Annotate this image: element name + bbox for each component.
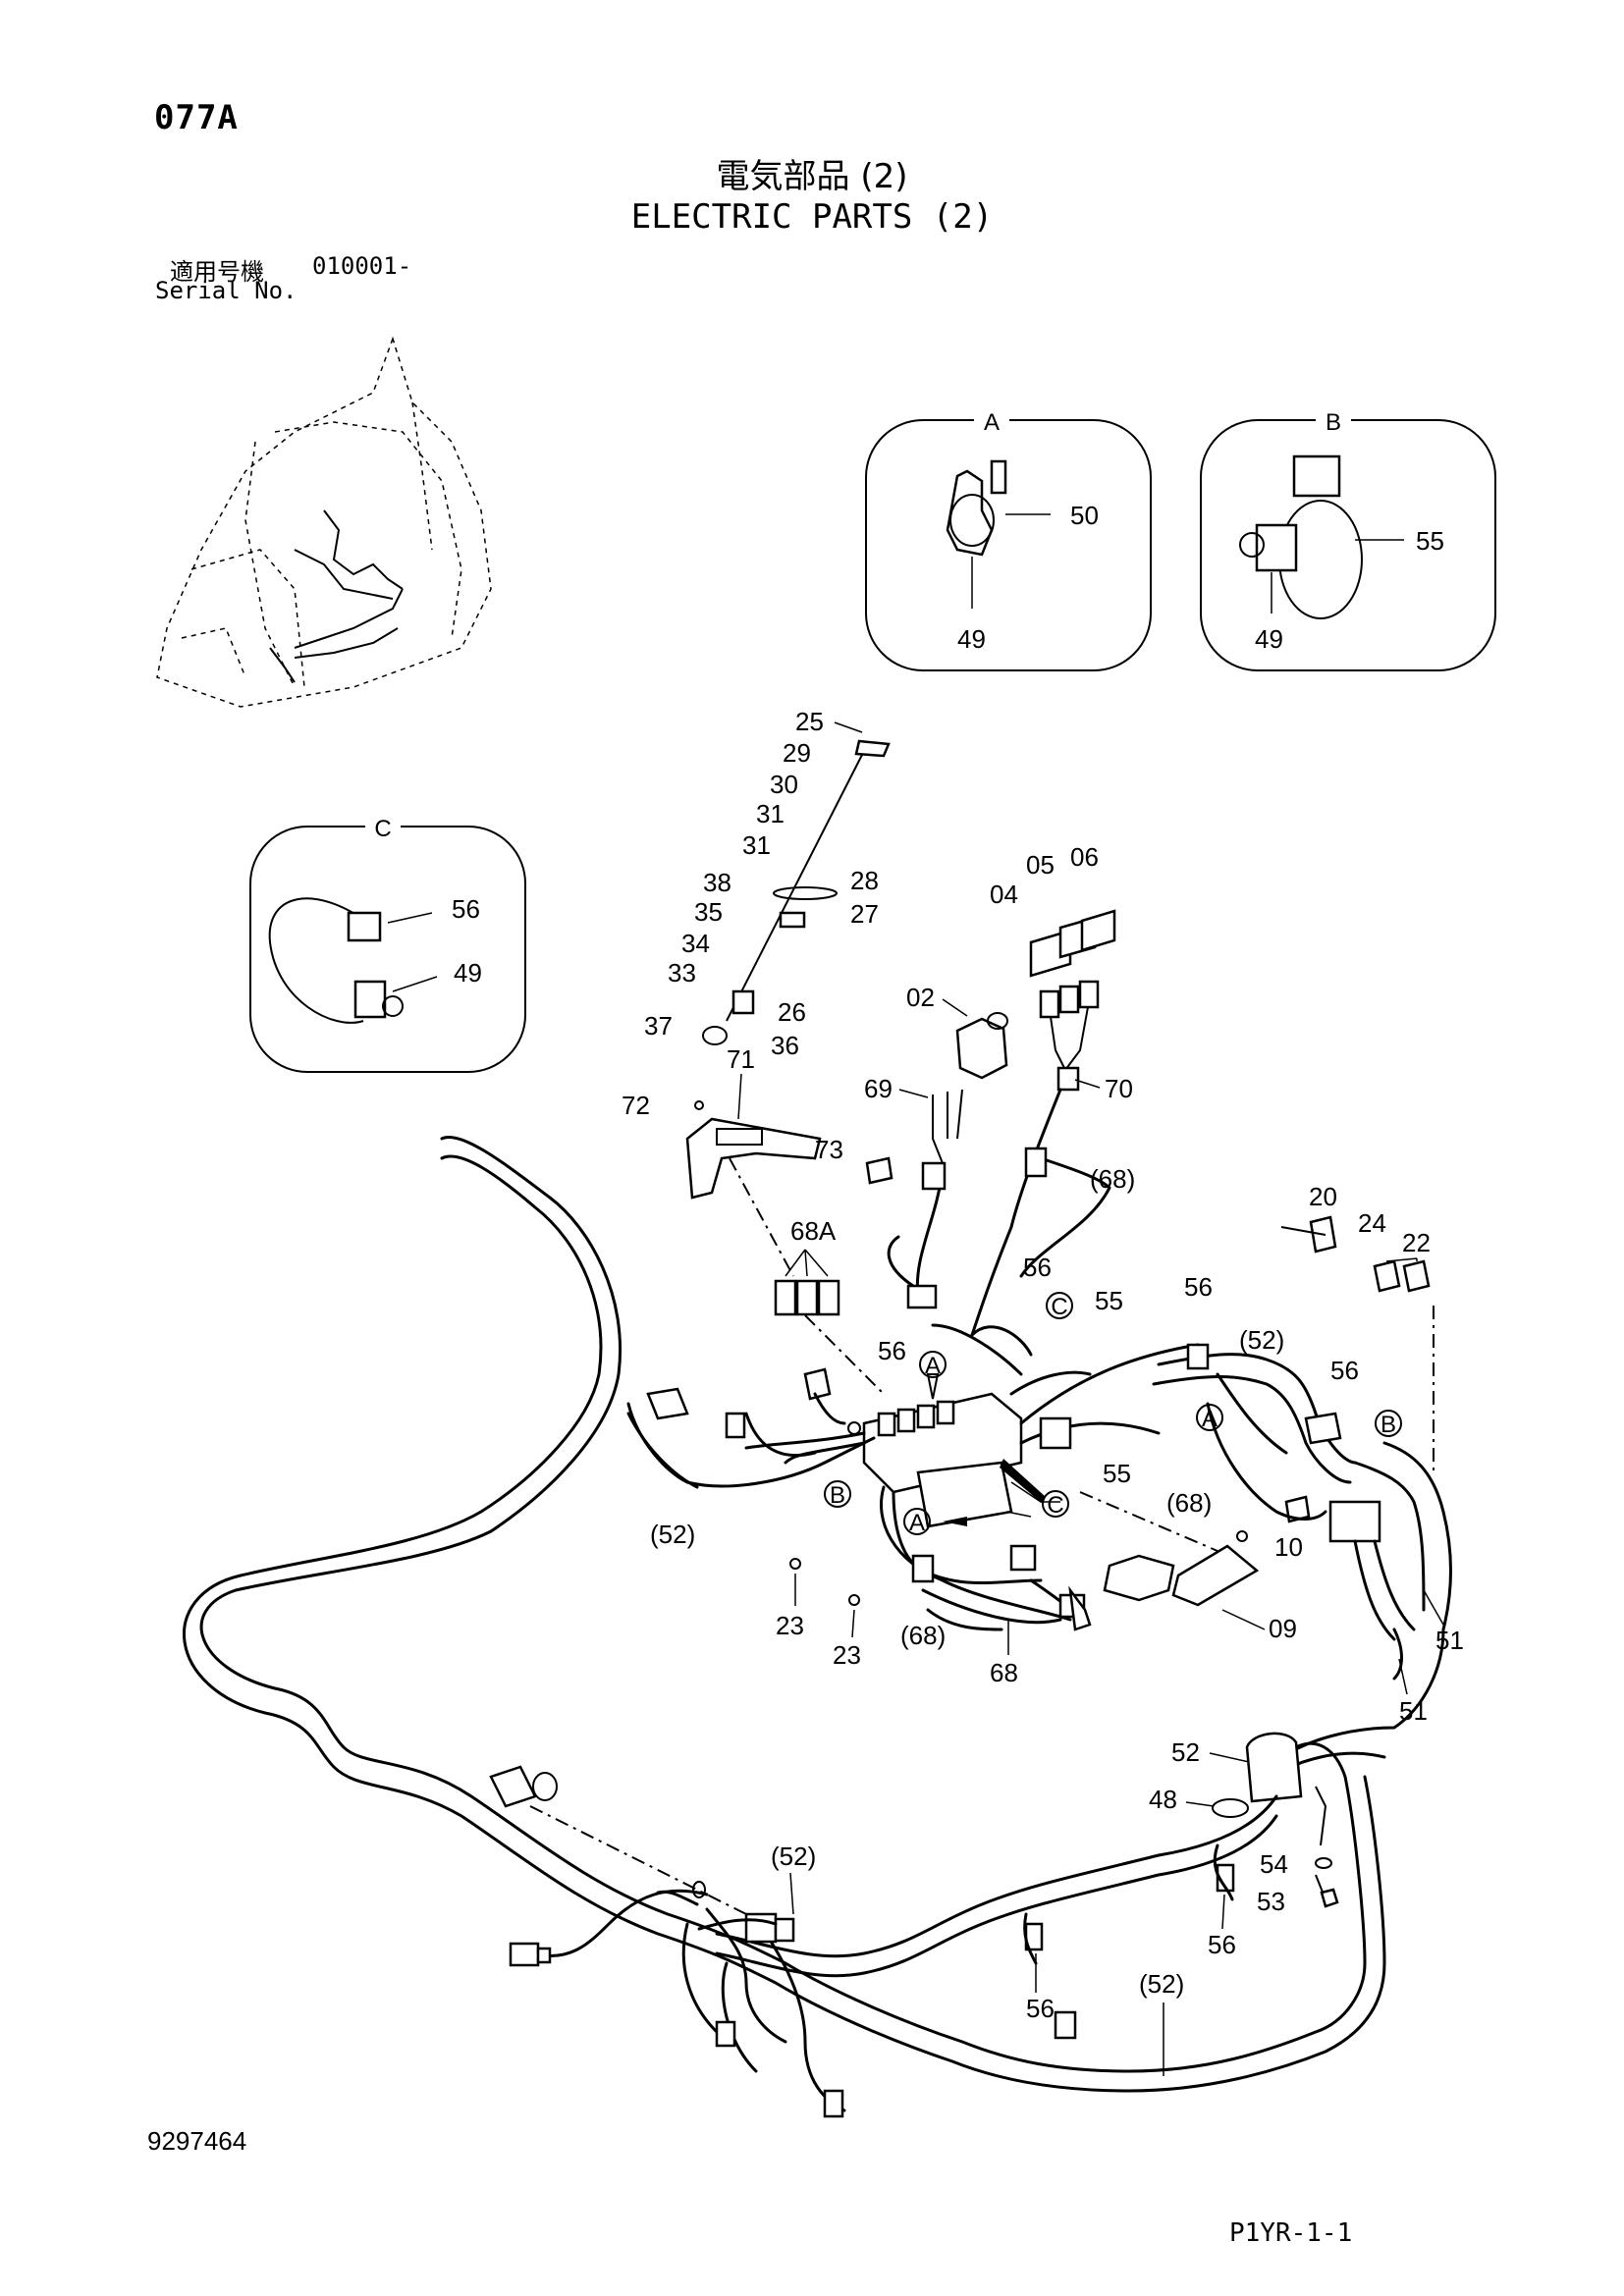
detail-b-label-55: 55 (1416, 526, 1444, 556)
serial-label-japanese: 適用号機 (170, 258, 264, 286)
detail-a-label-50: 50 (1070, 501, 1099, 530)
relay-bracket (685, 1117, 893, 1395)
part-label-56-2: 56 (878, 1336, 906, 1365)
document-number: 9297464 (147, 2126, 247, 2156)
callout-c-1: C (1051, 1294, 1067, 1320)
part-label-09: 09 (1269, 1614, 1297, 1643)
part-label-56-3: 56 (1184, 1272, 1213, 1302)
part-label-25: 25 (795, 707, 824, 736)
callout-a-2: A (1202, 1406, 1218, 1432)
detail-b-label-49: 49 (1255, 624, 1283, 654)
callout-a-3: A (909, 1510, 925, 1536)
part-label-56-4: 56 (1330, 1356, 1359, 1385)
part-label-52-paren-3: (52) (771, 1842, 816, 1871)
part-label-56-5: 56 (1208, 1930, 1236, 1959)
callout-c-2: C (1047, 1492, 1063, 1519)
lower-left-harness (489, 1765, 846, 2118)
page-title-english: ELECTRIC PARTS (2) (630, 197, 994, 237)
part-label-37: 37 (644, 1011, 673, 1041)
part-label-10: 10 (1274, 1532, 1303, 1562)
detail-c-label-56: 56 (452, 894, 480, 924)
part-label-51-2: 51 (1399, 1696, 1428, 1726)
part-label-68-paren-3: (68) (900, 1621, 946, 1650)
part-label-28: 28 (850, 866, 879, 895)
part-label-70: 70 (1105, 1074, 1133, 1103)
sheet-code: P1YR-1-1 (1229, 2218, 1353, 2248)
part-label-53: 53 (1257, 1887, 1285, 1916)
part-label-26: 26 (778, 997, 806, 1027)
part-label-22: 22 (1402, 1228, 1431, 1257)
part-label-35: 35 (694, 897, 723, 927)
part-label-52-paren-4: (52) (1139, 1969, 1184, 1999)
detail-c-view: C 56 49 (249, 815, 526, 1073)
part-label-68A: 68A (790, 1216, 837, 1246)
detail-c-label-49: 49 (454, 958, 482, 988)
part-label-72: 72 (622, 1091, 650, 1120)
part-label-30: 30 (770, 770, 798, 799)
part-label-23-2: 23 (833, 1640, 861, 1670)
main-harness-loop (183, 1136, 1445, 2093)
detail-b-view: B 55 49 (1200, 408, 1496, 671)
part-label-38: 38 (703, 868, 731, 897)
part-label-55-1: 55 (1095, 1286, 1123, 1315)
detail-a-view: A 50 49 (865, 408, 1152, 671)
part-label-73: 73 (815, 1135, 843, 1164)
part-label-34: 34 (681, 929, 710, 958)
part-label-20: 20 (1309, 1182, 1337, 1211)
part-label-68-paren-2: (68) (1166, 1488, 1212, 1518)
part-label-33: 33 (668, 958, 696, 988)
part-label-51-1: 51 (1435, 1626, 1464, 1655)
serial-number: 010001- (312, 252, 412, 280)
part-label-54: 54 (1260, 1849, 1288, 1879)
part-label-31a: 31 (756, 799, 785, 828)
part-label-48: 48 (1149, 1785, 1177, 1814)
part-label-06: 06 (1070, 842, 1099, 872)
switch-panel (932, 909, 1116, 1164)
part-label-36: 36 (771, 1031, 799, 1060)
callout-markers: A C A B B C A (824, 1292, 1402, 1536)
part-label-29: 29 (783, 738, 811, 768)
detail-a-title: A (984, 409, 1000, 436)
detail-b-title: B (1326, 409, 1341, 436)
part-label-68: 68 (990, 1658, 1018, 1687)
part-label-56-1: 56 (1023, 1253, 1052, 1282)
cab-location-sketch (156, 336, 492, 708)
page-code: 077A (154, 98, 239, 137)
switch-column-assembly (702, 739, 891, 1045)
part-label-52-paren-1: (52) (1239, 1325, 1284, 1355)
central-harness (744, 1343, 1260, 1631)
right-harness-tube (1152, 1215, 1452, 1641)
part-label-02: 02 (906, 983, 935, 1012)
part-label-56-6: 56 (1026, 1994, 1055, 2023)
part-label-23-1: 23 (776, 1611, 804, 1640)
part-label-52: 52 (1171, 1737, 1200, 1767)
part-label-04: 04 (990, 880, 1018, 909)
serial-label-english: Serial No. (155, 277, 298, 304)
part-label-52-paren-2: (52) (650, 1520, 695, 1549)
part-label-05: 05 (1026, 850, 1055, 880)
part-label-27: 27 (850, 899, 879, 929)
upper-harness (887, 1088, 1111, 1376)
part-label-31b: 31 (742, 830, 771, 860)
callout-a-1: A (925, 1353, 941, 1379)
callout-b-2: B (830, 1482, 845, 1509)
part-label-24: 24 (1358, 1208, 1386, 1238)
part-label-69: 69 (864, 1074, 893, 1103)
callout-b-1: B (1380, 1412, 1396, 1438)
part-label-68-paren-1: (68) (1090, 1164, 1135, 1194)
part-number-labels: 25 29 30 31 31 38 28 35 27 34 33 26 37 3… (622, 707, 1464, 2076)
part-label-55-2: 55 (1103, 1459, 1131, 1488)
detail-c-title: C (374, 816, 391, 842)
left-branch-harness (626, 1367, 876, 1489)
page-title-japanese: 電気部品 (2) (716, 157, 908, 196)
part-label-71: 71 (727, 1044, 755, 1074)
detail-a-label-49: 49 (957, 624, 986, 654)
